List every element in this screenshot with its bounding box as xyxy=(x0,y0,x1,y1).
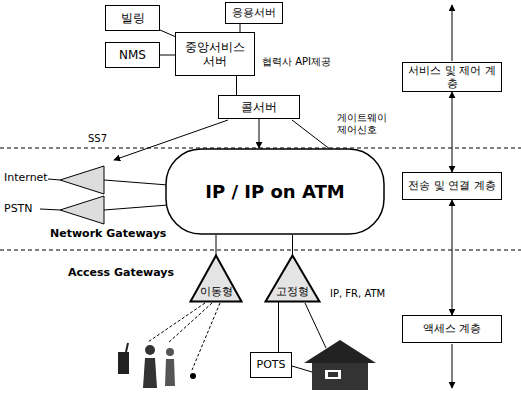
nms-box: NMS xyxy=(105,42,160,68)
node-text: NMS xyxy=(119,48,146,62)
layer-box: 서비스 및 제어 계층 xyxy=(402,62,502,92)
wire xyxy=(292,366,312,372)
access-gateway: 이동형 xyxy=(190,255,242,302)
label-text: 협력사 API제공 xyxy=(262,56,331,68)
network-gateway xyxy=(60,166,104,194)
connector xyxy=(278,302,279,352)
wire xyxy=(48,179,60,180)
connector xyxy=(292,235,293,255)
node-text: 이동형 xyxy=(200,285,233,298)
node-text: 응용서버 xyxy=(232,6,276,19)
connector xyxy=(216,235,217,255)
node-text: POTS xyxy=(257,358,286,371)
node-text: 빌링 xyxy=(121,11,145,25)
node-text: 서비스 및 제어 계층 xyxy=(408,64,496,90)
label-text: 게이트웨이 제어신호 xyxy=(337,112,395,136)
mobile-phone xyxy=(118,343,129,374)
network-cloud: IP / IP on ATM xyxy=(165,148,385,235)
layer-arrow xyxy=(452,5,453,61)
layer-divider xyxy=(0,250,521,251)
house-icon xyxy=(304,340,376,390)
label-text: SS7 xyxy=(88,133,107,145)
node-text: 중앙서비스 서버 xyxy=(181,40,249,69)
radio-link xyxy=(148,303,205,342)
label-text: IP, FR, ATM xyxy=(330,288,385,300)
mobile-user xyxy=(165,348,175,386)
node-text: 콜서버 xyxy=(241,100,277,114)
label-text: Network Gateways xyxy=(50,227,166,240)
node-text: 액세스 계층 xyxy=(423,322,482,335)
radio-link xyxy=(192,303,220,370)
node-text: IP / IP on ATM xyxy=(205,181,344,203)
layer-box: 전송 및 연결 계층 xyxy=(402,172,502,200)
label-text: PSTN xyxy=(4,202,33,215)
connector xyxy=(236,76,237,95)
connector xyxy=(452,200,453,315)
node-text: 전송 및 연결 계층 xyxy=(408,179,496,192)
access-gateway: 고정형 xyxy=(265,255,320,302)
layer-box: 액세스 계층 xyxy=(402,315,502,343)
connector xyxy=(452,92,453,172)
label-text: Access Gateways xyxy=(68,266,174,279)
node-text: 고정형 xyxy=(276,285,309,298)
wire xyxy=(104,180,168,185)
billing-box: 빌링 xyxy=(105,5,160,31)
app-server-box: 응용서버 xyxy=(225,2,283,24)
connector xyxy=(259,119,260,148)
network-gateway xyxy=(60,196,104,224)
wire xyxy=(40,209,60,210)
connector xyxy=(240,24,241,32)
wire xyxy=(104,205,168,210)
connector xyxy=(160,30,175,37)
connector xyxy=(160,55,175,56)
label-text: Internet xyxy=(4,171,48,184)
central-server-box: 중앙서비스 서버 xyxy=(175,32,255,76)
wire xyxy=(305,303,326,348)
pots-box: POTS xyxy=(250,352,292,378)
mobile-user xyxy=(143,345,157,388)
call-server-box: 콜서버 xyxy=(218,95,300,119)
terminal-dot xyxy=(190,373,196,379)
layer-arrow xyxy=(452,344,453,388)
